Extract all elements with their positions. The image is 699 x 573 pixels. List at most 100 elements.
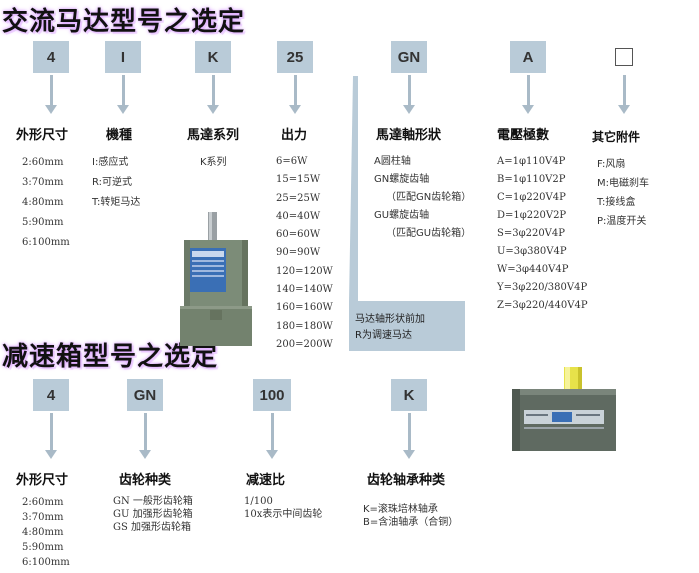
list-motor-output: 6=6W 15=15W 25=25W 40=40W 60=60W 90=90W … xyxy=(276,153,333,354)
list-item: 3:70mm xyxy=(22,177,64,188)
empty-square-icon xyxy=(615,48,633,66)
list-motor-shaft: A圆柱轴 GN螺旋齿轴 （匹配GN齿轮箱） GU螺旋齿轴 （匹配GU齿轮箱） xyxy=(374,153,471,243)
heading-motor-shaft: 馬達軸形狀 xyxy=(376,128,442,143)
list-item: K=滚珠培林轴承 xyxy=(363,504,438,515)
gearbox-title: 减速箱型号之选定 xyxy=(2,342,219,372)
list-item: 5:90mm xyxy=(22,217,64,228)
list-item: C=1φ220V4P xyxy=(497,192,566,203)
gearbox-code-gear-type: GN xyxy=(127,379,163,411)
list-motor-size: 2:60mm 3:70mm 4:80mm 5:90mm 6:100mm xyxy=(22,153,70,253)
motor-code-output: 25 xyxy=(277,41,313,73)
list-item: F:风扇 xyxy=(597,159,626,170)
list-motor-accessory: F:风扇 M:电磁刹车 T:接线盒 P:温度开关 xyxy=(597,155,649,231)
down-arrow-icon xyxy=(45,75,57,115)
ac-motor-title: 交流马达型号之选定 xyxy=(2,7,246,37)
heading-motor-voltage: 電壓極數 xyxy=(497,128,550,143)
motor-code-voltage: A xyxy=(510,41,546,73)
heading-motor-type: 機種 xyxy=(106,128,133,143)
down-arrow-icon xyxy=(139,413,151,460)
note-pointer-stripe xyxy=(349,76,358,302)
list-item: 200=200W xyxy=(276,338,333,350)
list-item: 5:90mm xyxy=(22,542,64,553)
motor-code-series: K xyxy=(195,41,231,73)
list-item: K系列 xyxy=(200,157,227,168)
list-gearbox-ratio: 1/100 10x表示中间齿轮 xyxy=(244,495,322,521)
list-gearbox-bearing: K=滚珠培林轴承 B=含油轴承（合铜） xyxy=(363,503,458,529)
list-item: 6:100mm xyxy=(22,237,70,248)
shaft-note-line-2: R为调速马达 xyxy=(355,330,412,341)
gearbox-code-ratio: 100 xyxy=(253,379,291,411)
down-arrow-icon xyxy=(403,75,415,115)
list-item: 25=25W xyxy=(276,192,321,204)
list-item: I:感应式 xyxy=(92,157,129,168)
motor-code-type: I xyxy=(105,41,141,73)
down-arrow-icon xyxy=(266,413,278,460)
list-item: 180=180W xyxy=(276,320,333,332)
motor-code-shaft: GN xyxy=(391,41,427,73)
down-arrow-icon xyxy=(522,75,534,115)
ac-motor-illustration xyxy=(180,212,252,346)
heading-motor-series: 馬達系列 xyxy=(187,128,240,143)
list-item: P:温度开关 xyxy=(597,216,647,227)
list-item: A圆柱轴 xyxy=(374,156,411,167)
heading-motor-size: 外形尺寸 xyxy=(16,128,69,143)
list-item: （匹配GN齿轮箱） xyxy=(386,192,472,203)
list-item: 2:60mm xyxy=(22,497,64,508)
shaft-note-line-1: 马达轴形状前加 xyxy=(355,314,425,325)
list-item: 140=140W xyxy=(276,284,333,296)
list-item: S=3φ220V4P xyxy=(497,228,565,239)
heading-gearbox-bearing: 齿轮轴承种类 xyxy=(367,473,446,488)
down-arrow-icon xyxy=(403,413,415,460)
list-item: 6:100mm xyxy=(22,557,70,568)
list-item: A=1φ110V4P xyxy=(497,156,566,167)
heading-gearbox-size: 外形尺寸 xyxy=(16,473,69,488)
gearbox-code-size: 4 xyxy=(33,379,69,411)
motor-code-size: 4 xyxy=(33,41,69,73)
list-motor-series: K系列 xyxy=(200,153,227,173)
list-item: 120=120W xyxy=(276,265,333,277)
list-item: GN螺旋齿轴 xyxy=(374,174,430,185)
list-motor-voltage: A=1φ110V4P B=1φ110V2P C=1φ220V4P D=1φ220… xyxy=(497,153,588,315)
list-item: M:电磁刹车 xyxy=(597,178,649,189)
list-item: 2:60mm xyxy=(22,157,64,168)
list-item: 90=90W xyxy=(276,247,321,259)
list-item: W=3φ440V4P xyxy=(497,264,569,275)
gearbox-illustration xyxy=(512,367,616,451)
shaft-note: 马达轴形状前加 R为调速马达 xyxy=(349,301,465,351)
list-item: B=含油轴承（合铜） xyxy=(363,517,459,528)
list-item: GS 加强形齿轮箱 xyxy=(113,522,192,533)
list-item: D=1φ220V2P xyxy=(497,210,567,221)
list-item: 4:80mm xyxy=(22,527,64,538)
list-item: 160=160W xyxy=(276,302,333,314)
list-motor-type: I:感应式 R:可逆式 T:转矩马达 xyxy=(92,153,140,213)
list-item: 10x表示中间齿轮 xyxy=(244,509,323,520)
list-item: B=1φ110V2P xyxy=(497,174,566,185)
list-item: （匹配GU齿轮箱） xyxy=(386,228,472,239)
down-arrow-icon xyxy=(45,413,57,460)
list-item: U=3φ380V4P xyxy=(497,246,567,257)
list-item: 1/100 xyxy=(244,496,273,507)
list-item: 15=15W xyxy=(276,174,321,186)
down-arrow-icon xyxy=(207,75,219,115)
list-item: T:转矩马达 xyxy=(92,197,141,208)
heading-gearbox-ratio: 减速比 xyxy=(246,473,286,488)
list-gearbox-gear-type: GN 一般形齿轮箱 GU 加强形齿轮箱 GS 加强形齿轮箱 xyxy=(113,495,193,534)
list-item: GN 一般形齿轮箱 xyxy=(113,496,193,507)
list-item: GU 加强形齿轮箱 xyxy=(113,509,193,520)
down-arrow-icon xyxy=(289,75,301,115)
list-item: 6=6W xyxy=(276,156,308,167)
motor-code-accessory xyxy=(606,41,642,73)
list-item: 60=60W xyxy=(276,229,321,241)
gearbox-code-bearing: K xyxy=(391,379,427,411)
list-gearbox-size: 2:60mm 3:70mm 4:80mm 5:90mm 6:100mm xyxy=(22,495,70,570)
list-item: GU螺旋齿轴 xyxy=(374,210,430,221)
heading-motor-accessory: 其它附件 xyxy=(592,130,641,144)
down-arrow-icon xyxy=(618,75,630,115)
list-item: 3:70mm xyxy=(22,512,64,523)
list-item: R:可逆式 xyxy=(92,177,133,188)
heading-motor-output: 出力 xyxy=(281,128,308,143)
list-item: Y=3φ220/380V4P xyxy=(497,282,588,293)
list-item: 40=40W xyxy=(276,210,321,222)
list-item: T:接线盒 xyxy=(597,197,636,208)
heading-gearbox-gear-type: 齿轮种类 xyxy=(119,473,172,488)
